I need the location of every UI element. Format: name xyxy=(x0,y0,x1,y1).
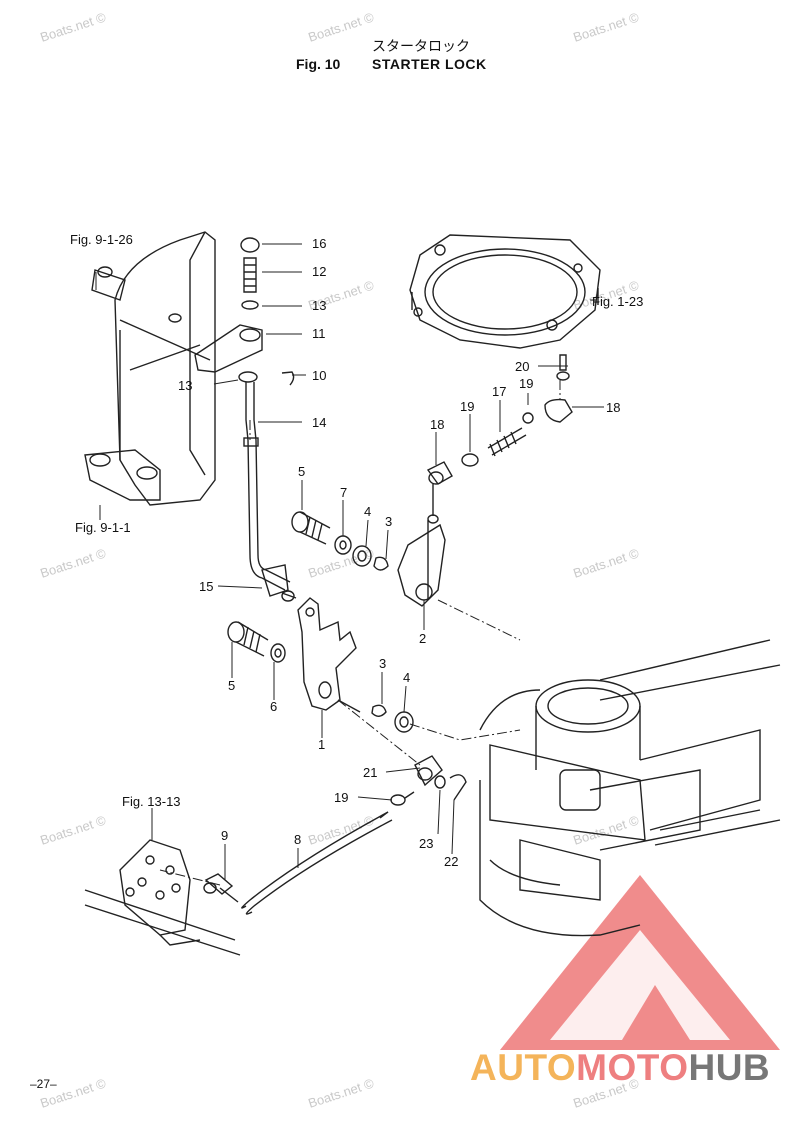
logo-part-hub: HUB xyxy=(688,1047,771,1088)
lever-and-rod xyxy=(194,237,295,597)
watermark: Boats.net © xyxy=(38,9,108,44)
callout-22: 22 xyxy=(444,854,458,869)
watermark: Boats.net © xyxy=(306,1075,376,1110)
right-linkage xyxy=(397,354,573,607)
callout-11: 11 xyxy=(312,326,326,341)
logo-triangle xyxy=(500,875,780,1050)
logo-part-moto: MOTO xyxy=(576,1047,689,1088)
callout-17: 17 xyxy=(492,384,506,399)
watermark: Boats.net © xyxy=(306,9,376,44)
callout-20: 20 xyxy=(515,359,529,374)
callout-8: 8 xyxy=(294,832,301,847)
watermark: Boats.net © xyxy=(571,812,641,847)
callout-6: 6 xyxy=(270,699,277,714)
figure-title: STARTER LOCK xyxy=(372,56,487,72)
watermark: Boats.net © xyxy=(306,812,376,847)
callout-15: 15 xyxy=(199,579,213,594)
callout-16: 16 xyxy=(312,236,326,251)
watermark: Boats.net © xyxy=(571,545,641,580)
callout-3: 3 xyxy=(385,514,392,529)
callout-5: 5 xyxy=(298,464,305,479)
mounting-bracket xyxy=(84,231,216,506)
callout-5: 5 xyxy=(228,678,235,693)
callout-4: 4 xyxy=(403,670,410,685)
callout-1: 1 xyxy=(318,737,325,752)
callout-18: 18 xyxy=(430,417,444,432)
watermark: Boats.net © xyxy=(38,812,108,847)
callout-7: 7 xyxy=(340,485,347,500)
watermark-group: Boats.net © Boats.net © Boats.net © Boat… xyxy=(38,9,641,1110)
callout-13: 13 xyxy=(178,378,192,393)
starter-ring xyxy=(409,234,601,349)
ref-fig-9-1-26: Fig. 9-1-26 xyxy=(70,232,133,247)
logo-part-auto: AUTO xyxy=(470,1047,577,1088)
callout-9: 9 xyxy=(221,828,228,843)
logo-wordmark: AUTOMOTOHUB xyxy=(470,1047,770,1089)
callout-23: 23 xyxy=(419,836,433,851)
callout-2: 2 xyxy=(419,631,426,646)
upper-fasteners xyxy=(291,511,389,571)
callout-3: 3 xyxy=(379,656,386,671)
callout-19: 19 xyxy=(334,790,348,805)
lower-bracket xyxy=(227,590,414,733)
engine-block xyxy=(479,639,781,937)
watermark: Boats.net © xyxy=(571,9,641,44)
ref-fig-9-1-1: Fig. 9-1-1 xyxy=(75,520,131,535)
title-japanese: スタータロック xyxy=(372,39,470,55)
callout-13: 13 xyxy=(312,298,326,313)
fig-13-13-bracket xyxy=(84,839,241,956)
leader-lines xyxy=(95,243,604,880)
ref-fig-1-23: Fig. 1-23 xyxy=(592,294,643,309)
ref-fig-13-13: Fig. 13-13 xyxy=(122,794,181,809)
cable-assembly xyxy=(203,755,467,915)
page-number: –27– xyxy=(30,1077,57,1091)
callout-4: 4 xyxy=(364,504,371,519)
callout-10: 10 xyxy=(312,368,326,383)
callout-19: 19 xyxy=(519,376,533,391)
callout-21: 21 xyxy=(363,765,377,780)
assembly-lines xyxy=(159,380,561,886)
callout-12: 12 xyxy=(312,264,326,279)
watermark: Boats.net © xyxy=(38,545,108,580)
figure-number: Fig. 10 xyxy=(296,56,341,72)
watermark: Boats.net © xyxy=(306,545,376,580)
callout-14: 14 xyxy=(312,415,326,430)
callout-18: 18 xyxy=(606,400,620,415)
callout-19: 19 xyxy=(460,399,474,414)
